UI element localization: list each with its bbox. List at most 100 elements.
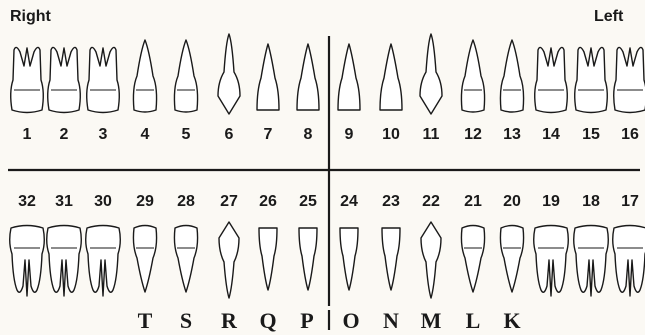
upper-tooth-9: 9 xyxy=(338,44,360,143)
upper-tooth-number: 3 xyxy=(99,126,108,143)
lower-tooth-shape xyxy=(299,228,317,290)
upper-tooth-number: 13 xyxy=(503,126,521,143)
lower-tooth-number: 30 xyxy=(94,193,112,210)
upper-tooth-number: 14 xyxy=(542,126,560,143)
upper-arch: 12345678910111213141516 xyxy=(11,34,645,143)
upper-tooth-shape xyxy=(535,47,568,112)
lower-tooth-number: 24 xyxy=(340,193,358,210)
upper-tooth-16: 16 xyxy=(614,47,645,143)
upper-tooth-shape xyxy=(297,44,319,110)
lower-tooth-number: 18 xyxy=(582,193,600,210)
lower-tooth-18: 18 xyxy=(574,193,609,296)
primary-letter-L: L xyxy=(466,308,481,333)
lower-tooth-30: 30 xyxy=(86,193,121,296)
lower-tooth-number: 31 xyxy=(55,193,73,210)
lower-tooth-24: 24 xyxy=(340,193,358,290)
upper-tooth-shape xyxy=(500,40,523,112)
upper-tooth-shape xyxy=(11,47,44,112)
upper-tooth-shape xyxy=(48,47,81,112)
upper-tooth-number: 9 xyxy=(345,126,354,143)
lower-tooth-number: 22 xyxy=(422,193,440,210)
lower-tooth-25: 25 xyxy=(299,193,317,290)
lower-tooth-19: 19 xyxy=(534,193,569,296)
lower-tooth-28: 28 xyxy=(174,193,197,292)
lower-tooth-shape xyxy=(421,222,441,298)
upper-tooth-number: 2 xyxy=(60,126,69,143)
upper-tooth-12: 12 xyxy=(461,40,484,143)
lower-tooth-shape xyxy=(340,228,358,290)
lower-tooth-number: 26 xyxy=(259,193,277,210)
lower-tooth-29: 29 xyxy=(133,193,156,292)
lower-tooth-number: 32 xyxy=(18,193,36,210)
primary-letter-M: M xyxy=(421,308,442,333)
primary-letter-Q: Q xyxy=(259,308,276,333)
lower-tooth-shape xyxy=(10,226,45,297)
upper-tooth-11: 11 xyxy=(420,34,442,143)
lower-tooth-21: 21 xyxy=(461,193,484,292)
primary-letter-T: T xyxy=(138,308,153,333)
lower-tooth-shape xyxy=(500,226,523,293)
lower-tooth-number: 20 xyxy=(503,193,521,210)
upper-tooth-shape xyxy=(218,34,240,114)
upper-tooth-6: 6 xyxy=(218,34,240,143)
upper-tooth-13: 13 xyxy=(500,40,523,143)
primary-letters: TSRQPONMLK xyxy=(138,308,521,333)
lower-tooth-shape xyxy=(461,226,484,293)
upper-tooth-shape xyxy=(133,40,156,112)
upper-tooth-14: 14 xyxy=(535,47,568,143)
primary-letter-S: S xyxy=(180,308,192,333)
upper-tooth-shape xyxy=(257,44,279,110)
lower-tooth-32: 32 xyxy=(10,193,45,296)
upper-tooth-shape xyxy=(614,47,645,112)
upper-tooth-4: 4 xyxy=(133,40,156,143)
lower-tooth-shape xyxy=(174,226,197,293)
primary-letter-K: K xyxy=(503,308,520,333)
lower-arch: 32 31 30 29 28 27 26 25 24 23 22 21 20 19 18 17 xyxy=(10,193,645,298)
upper-tooth-8: 8 xyxy=(297,44,319,143)
upper-tooth-shape xyxy=(575,47,608,112)
upper-tooth-shape xyxy=(174,40,197,112)
upper-tooth-number: 12 xyxy=(464,126,482,143)
lower-tooth-number: 17 xyxy=(621,193,639,210)
lower-tooth-shape xyxy=(613,226,645,297)
primary-letter-O: O xyxy=(342,308,359,333)
lower-tooth-31: 31 xyxy=(47,193,82,296)
lower-tooth-number: 21 xyxy=(464,193,482,210)
lower-tooth-shape xyxy=(382,228,400,290)
lower-tooth-26: 26 xyxy=(259,193,277,290)
upper-tooth-shape xyxy=(380,44,402,110)
lower-tooth-number: 29 xyxy=(136,193,154,210)
upper-tooth-shape xyxy=(338,44,360,110)
upper-tooth-number: 16 xyxy=(621,126,639,143)
upper-tooth-shape xyxy=(420,34,442,114)
lower-tooth-number: 27 xyxy=(220,193,238,210)
upper-tooth-number: 1 xyxy=(23,126,32,143)
upper-tooth-number: 4 xyxy=(141,126,150,143)
upper-tooth-number: 8 xyxy=(304,126,313,143)
upper-tooth-15: 15 xyxy=(575,47,608,143)
lower-tooth-shape xyxy=(86,226,121,297)
lower-tooth-shape xyxy=(259,228,277,290)
upper-tooth-3: 3 xyxy=(87,47,120,143)
lower-tooth-number: 19 xyxy=(542,193,560,210)
upper-tooth-shape xyxy=(87,47,120,112)
upper-tooth-10: 10 xyxy=(380,44,402,143)
upper-tooth-number: 11 xyxy=(423,126,440,143)
upper-tooth-7: 7 xyxy=(257,44,279,143)
upper-tooth-number: 6 xyxy=(225,126,234,143)
upper-tooth-5: 5 xyxy=(174,40,197,143)
lower-tooth-shape xyxy=(534,226,569,297)
upper-tooth-2: 2 xyxy=(48,47,81,143)
lower-tooth-shape xyxy=(47,226,82,297)
lower-tooth-23: 23 xyxy=(382,193,400,290)
upper-tooth-number: 7 xyxy=(264,126,273,143)
primary-letter-N: N xyxy=(383,308,399,333)
upper-tooth-number: 5 xyxy=(182,126,191,143)
lower-tooth-shape xyxy=(219,222,239,298)
upper-tooth-number: 10 xyxy=(382,126,400,143)
upper-tooth-1: 1 xyxy=(11,47,44,143)
lower-tooth-number: 25 xyxy=(299,193,317,210)
lower-tooth-shape xyxy=(574,226,609,297)
primary-letter-R: R xyxy=(221,308,238,333)
lower-tooth-number: 28 xyxy=(177,193,195,210)
